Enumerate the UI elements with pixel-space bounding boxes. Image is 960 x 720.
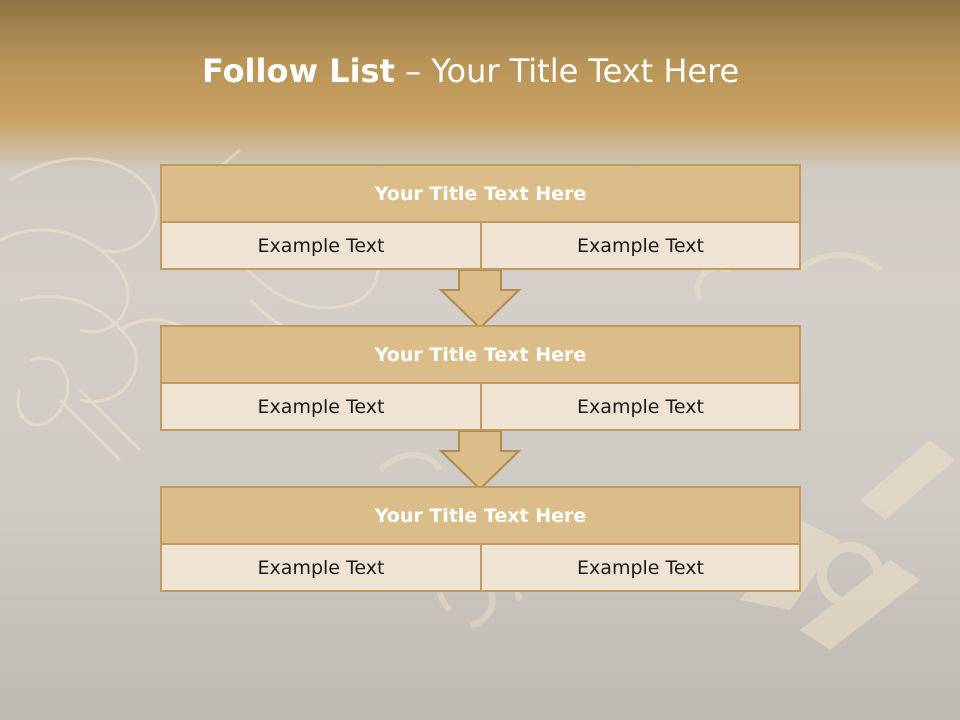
list-block-2: Your Title Text Here Example Text Exampl… (160, 325, 801, 431)
list-block-3: Your Title Text Here Example Text Exampl… (160, 486, 801, 592)
list-block-title: Your Title Text Here (162, 166, 799, 221)
list-block-right-cell: Example Text (482, 384, 799, 429)
list-block-1: Your Title Text Here Example Text Exampl… (160, 164, 801, 270)
slide-title: Follow List – Your Title Text Here (0, 52, 960, 90)
down-arrow-icon (439, 270, 521, 330)
list-block-right-cell: Example Text (482, 545, 799, 590)
list-block-title: Your Title Text Here (162, 327, 799, 382)
header-band (0, 0, 960, 170)
slide-title-rest: – Your Title Text Here (394, 52, 740, 90)
list-block-title: Your Title Text Here (162, 488, 799, 543)
slide-title-bold: Follow List (202, 52, 395, 90)
list-block-left-cell: Example Text (162, 384, 480, 429)
list-block-left-cell: Example Text (162, 545, 480, 590)
down-arrow-icon (439, 431, 521, 491)
list-block-left-cell: Example Text (162, 223, 480, 268)
list-block-right-cell: Example Text (482, 223, 799, 268)
